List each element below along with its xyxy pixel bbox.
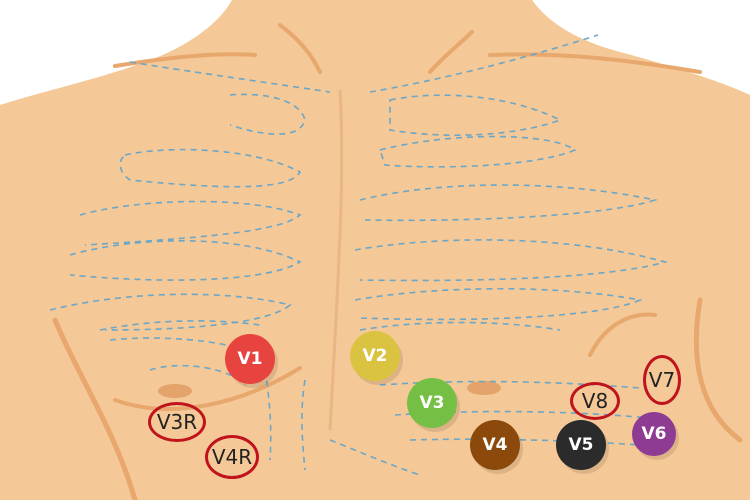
lead-v1-electrode: V1 bbox=[225, 334, 275, 384]
lead-v2-label: V2 bbox=[362, 346, 388, 366]
lead-v7-label: V7 bbox=[648, 368, 676, 392]
lead-v3-label: V3 bbox=[419, 393, 445, 413]
trapezius-right bbox=[488, 52, 702, 74]
ribs bbox=[49, 93, 668, 476]
lead-v3-electrode: V3 bbox=[407, 378, 457, 428]
lead-v7-marker: V7 bbox=[643, 355, 681, 405]
neck-left bbox=[278, 23, 322, 74]
lead-v4-label: V4 bbox=[482, 435, 508, 455]
sternum bbox=[328, 89, 344, 431]
lead-v8-label: V8 bbox=[581, 389, 609, 413]
lead-v1-label: V1 bbox=[237, 349, 263, 369]
lead-v6-electrode: V6 bbox=[632, 412, 676, 456]
pectoral-left bbox=[113, 366, 302, 411]
neck-right bbox=[428, 30, 474, 74]
lead-v5-electrode: V5 bbox=[556, 420, 606, 470]
arm-right bbox=[693, 297, 743, 443]
lead-v4r-marker: V4R bbox=[205, 435, 259, 479]
trapezius-left bbox=[113, 52, 257, 68]
lead-v2-electrode: V2 bbox=[350, 331, 400, 381]
lead-v4-electrode: V4 bbox=[470, 420, 520, 470]
lead-v5-label: V5 bbox=[568, 435, 594, 455]
lead-v6-label: V6 bbox=[641, 424, 667, 444]
lead-v3r-label: V3R bbox=[156, 410, 198, 434]
lead-v4r-label: V4R bbox=[211, 445, 253, 469]
lead-v8-marker: V8 bbox=[570, 382, 620, 420]
pectoral-right bbox=[588, 312, 657, 357]
nipple-left bbox=[158, 384, 192, 398]
arm-left bbox=[52, 317, 138, 500]
lead-v3r-marker: V3R bbox=[148, 402, 206, 442]
clavicles bbox=[129, 34, 599, 93]
nipple-right bbox=[467, 381, 501, 395]
